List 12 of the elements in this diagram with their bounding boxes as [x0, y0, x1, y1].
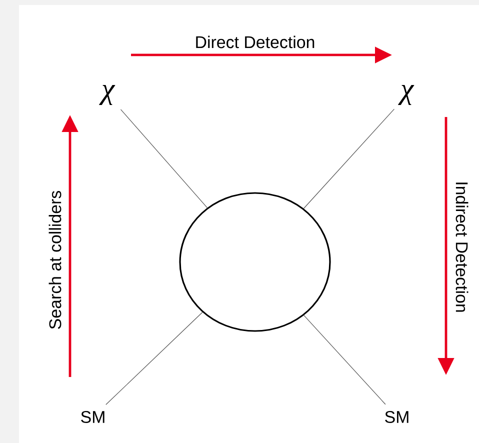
propagator-line: [106, 312, 203, 405]
propagator-line: [120, 109, 208, 208]
blob-circle: [179, 192, 331, 332]
arrow-label: Search at colliders: [48, 190, 62, 329]
particle-label: χ: [99, 84, 116, 106]
particle-label: χ: [398, 84, 414, 106]
arrow-label: Direct Detection: [196, 36, 314, 48]
particle-label: SM: [81, 410, 104, 423]
propagator-line: [304, 315, 386, 405]
particle-label: SM: [385, 410, 408, 423]
arrow-label: Indirect Detection: [456, 182, 468, 312]
propagator-line: [303, 108, 394, 209]
